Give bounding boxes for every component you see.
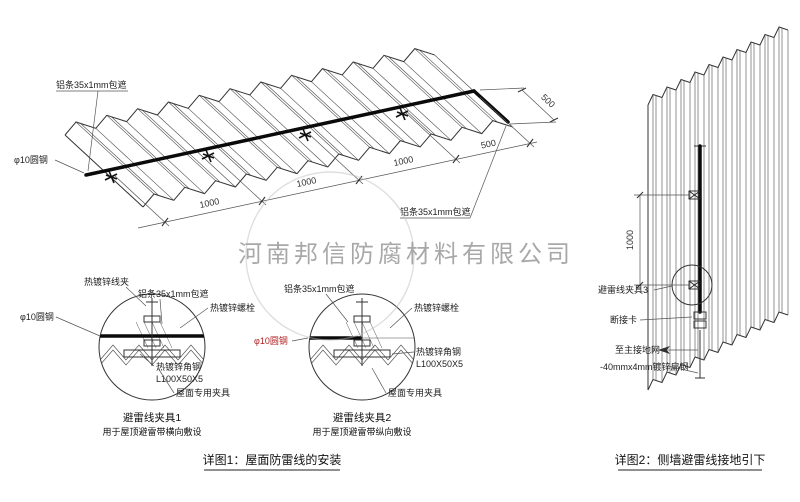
label-roof-clamp-c2: 屋面专用夹具: [388, 387, 442, 398]
roof-bottom-edge: [142, 120, 513, 208]
label-bolt-c1: 热镀锌螺栓: [210, 302, 255, 313]
label-alu-strip-right: 铝条35x1mm包遮: [400, 206, 471, 217]
wall-dimension: 1000: [625, 191, 690, 289]
detail-circle-2-content: [309, 298, 415, 366]
clamp-detail-1: 热镀锌线夹 铝条35x1mm包遮 热镀锌螺栓 φ10圆钢 热镀锌角钢 L100X…: [20, 276, 255, 437]
detail-circle-1-content: [99, 298, 205, 366]
label-alu-strip-top: 铝条35x1mm包遮: [56, 79, 127, 90]
disconnect-card-plate: [693, 320, 707, 329]
roof-corrugation-ridges: [75, 48, 513, 201]
watermark-stamp-circle: [245, 171, 415, 341]
label-angle-steel-c2: 热镀锌角钢: [416, 346, 461, 357]
label-roof-clamp-c1: 屋面专用夹具: [176, 387, 230, 398]
clamp-plate: [353, 339, 371, 347]
detail-circle-1: [98, 293, 206, 401]
roof-isometric: 1000 1000 1000 500 500 铝条35x1mm包遮 φ10圆钢 …: [14, 48, 559, 229]
dim-500: 500: [480, 138, 497, 151]
ground-arrow: [658, 346, 670, 354]
wall-elevation: 1000 避雷线夹具3 断接卡 至主接地网 -40mmx4mm镀锌扁钢: [598, 26, 789, 391]
captions: 详图1：屋面防雷线的安装 详图2：侧墙避雷线接地引下: [203, 452, 766, 471]
clamp-plate: [143, 339, 161, 347]
dim-1000-1: 1000: [199, 196, 221, 210]
clamp2-title: 避雷线夹具2: [333, 411, 391, 424]
label-round-steel-c2: φ10圆钢: [254, 335, 288, 346]
label-round-steel-roof: φ10圆钢: [14, 154, 48, 165]
angle-steel: [333, 349, 391, 358]
label-alu-strip-c1: 铝条35x1mm包遮: [138, 288, 209, 299]
lightning-wire-bend: [472, 89, 510, 124]
roof-dimension-chain: 1000 1000 1000 500: [114, 96, 538, 229]
label-bolt-c2: 热镀锌螺栓: [414, 302, 459, 313]
dim-1000-3: 1000: [393, 154, 415, 168]
wire-clamp-mark: [298, 128, 312, 142]
angle-steel: [123, 349, 181, 358]
dim-500-side: 500: [539, 92, 557, 110]
clamp-plate: [143, 315, 161, 323]
wire-clamp-mark: [395, 107, 409, 121]
label-round-steel-c1: φ10圆钢: [20, 311, 54, 322]
watermark: 河南邦信防腐材料有限公司: [238, 171, 574, 341]
dim-1000-2: 1000: [296, 175, 318, 189]
label-angle-steel-c1: 热镀锌角钢: [156, 361, 201, 372]
label-clamp3: 避雷线夹具3: [598, 284, 648, 295]
leader-round-steel-roof: [54, 159, 85, 174]
label-alu-strip-c2: 铝条35x1mm包遮: [284, 283, 355, 294]
label-wire-clip: 热镀锌线夹: [84, 276, 129, 287]
detail1-caption: 详图1：屋面防雷线的安装: [203, 452, 342, 467]
roof-top-edge: [64, 48, 435, 136]
watermark-text: 河南邦信防腐材料有限公司: [238, 241, 574, 268]
clamp-plate: [353, 315, 371, 323]
leader-alu-top: [87, 90, 99, 172]
clamp1-title: 避雷线夹具1: [123, 411, 181, 424]
disconnect-card-plate: [693, 311, 707, 320]
label-flat-steel: -40mmx4mm镀锌扁钢: [600, 361, 689, 372]
dim-1000-vertical: 1000: [625, 230, 635, 250]
detail-circle-2: [308, 293, 416, 401]
wire-clamp-mark: [201, 149, 215, 163]
clamp1-subtitle: 用于屋顶避雷带横向敷设: [102, 426, 201, 437]
clamp-detail-2: 铝条35x1mm包遮 热镀锌螺栓 φ10圆钢 热镀锌角钢 L100X50X5 屋…: [254, 283, 463, 437]
lightning-wire: [84, 89, 476, 177]
label-to-ground: 至主接地网: [615, 344, 660, 355]
label-disconnect-card: 断接卡: [610, 314, 637, 325]
label-angle-spec-c2: L100X50X5: [416, 359, 463, 369]
label-angle-spec-c1: L100X50X5: [156, 374, 203, 384]
leader-alu-right: [469, 125, 507, 219]
wall-corrugation-ribs: [652, 27, 789, 383]
detail2-caption: 详图2：侧墙避雷线接地引下: [615, 452, 766, 467]
clamp2-subtitle: 用于屋顶避雷带纵向敷设: [312, 426, 411, 437]
